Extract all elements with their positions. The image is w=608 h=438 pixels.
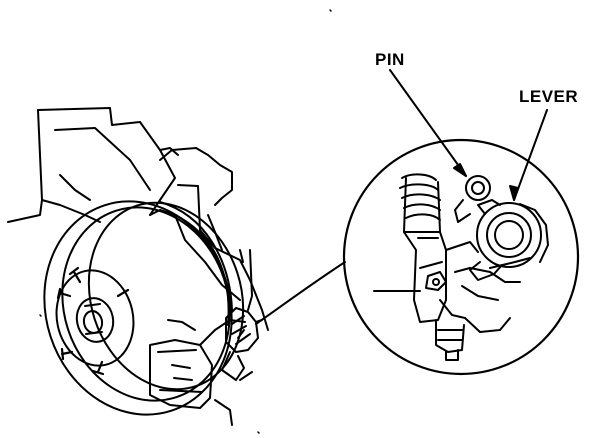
detail-circle [342,138,580,376]
parking-brake-cable-area [214,249,263,426]
pin-arrow [389,69,467,177]
detail-nut-hex [425,271,447,291]
wheel-studs [56,266,130,376]
knuckle-outline [149,147,269,331]
zoom-leader-line [255,261,346,325]
detail-pin [454,175,491,223]
pin-label: PIN [375,50,405,69]
lever-label: LEVER [519,87,579,106]
detail-spring [399,173,441,233]
detail-lever [469,199,549,281]
lever-arrow [509,109,548,201]
scan-specks [39,9,332,434]
brake-rotor [43,200,245,416]
detail-adjuster-bolt [435,319,465,361]
wheel-hub [55,269,135,367]
strut-silhouette [7,107,179,223]
detail-caliper-bracket [373,231,521,333]
